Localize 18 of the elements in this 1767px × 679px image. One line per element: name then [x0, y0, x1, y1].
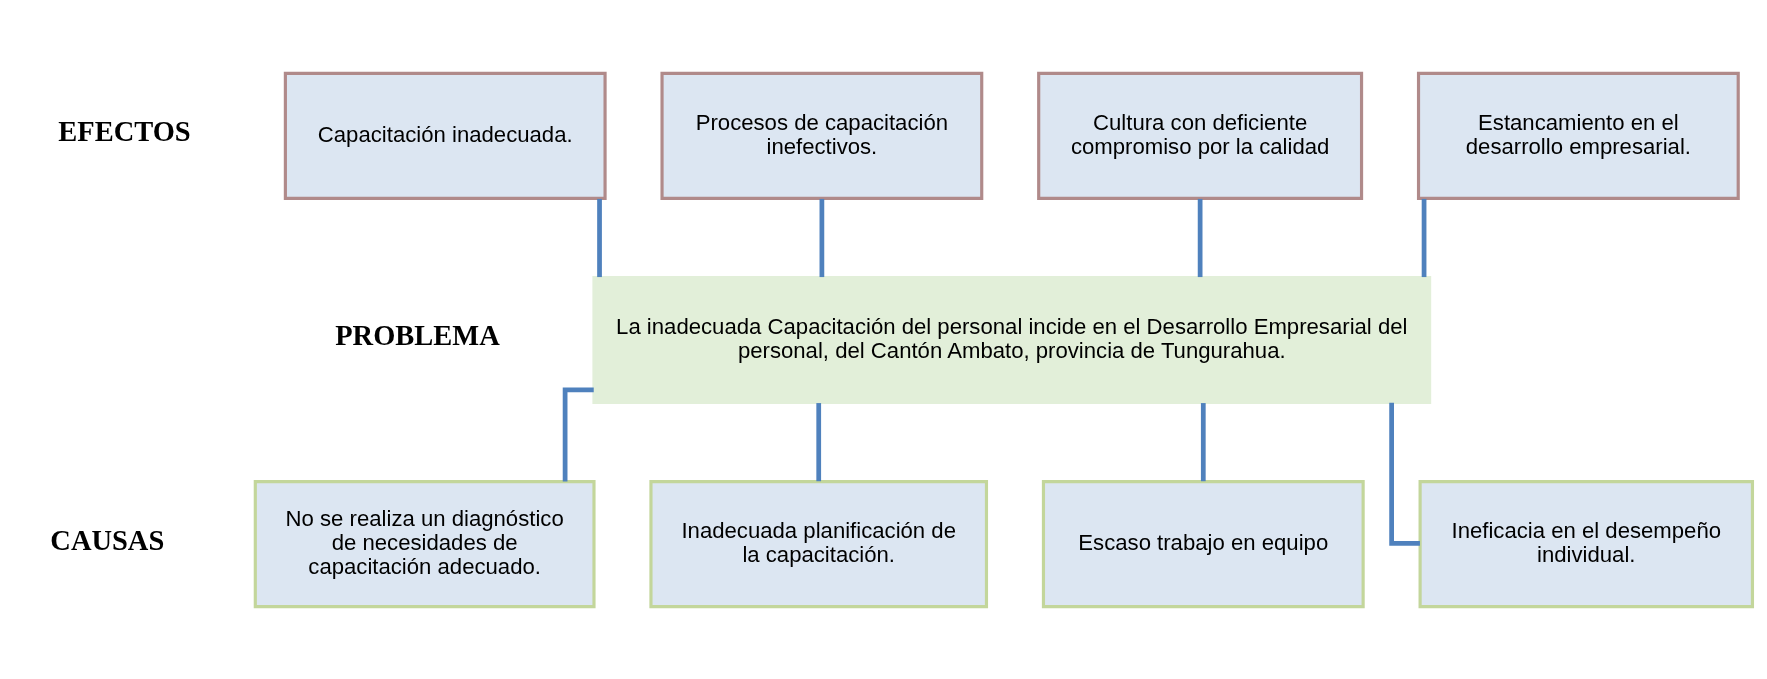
- node-box: Cultura con deficiente compromiso por la calidad: [1036, 71, 1363, 200]
- label: PROBLEMA: [334, 319, 500, 351]
- node-box: Inadecuada planificación de la capacitación.: [648, 479, 988, 608]
- node-box: Capacitación inadecuada.: [283, 71, 607, 200]
- node-box: Ineficacia en el desempeño individual.: [1418, 479, 1754, 608]
- node-box: Procesos de capacitación inefectivos.: [659, 71, 983, 200]
- connector: [596, 198, 602, 277]
- node-box: No se realiza un diagnóstico de necesidades de capacitación adecuado.: [253, 479, 596, 608]
- node-box: Estancamiento en el desarrollo empresarial.: [1416, 71, 1740, 200]
- connector: [815, 402, 821, 481]
- connector: [1197, 198, 1202, 277]
- label: CAUSAS: [49, 524, 164, 556]
- connector: [819, 198, 824, 277]
- label: EFECTOS: [57, 115, 191, 147]
- node-box: Escaso trabajo en equipo: [1041, 479, 1365, 608]
- connector: [1200, 402, 1206, 481]
- connector: [1421, 198, 1426, 277]
- node-box: La inadecuada Capacitación del personal incide en el Desarrollo Empresarial del personal, del Cantón Ambato, provincia de Tungurahua.: [591, 275, 1431, 404]
